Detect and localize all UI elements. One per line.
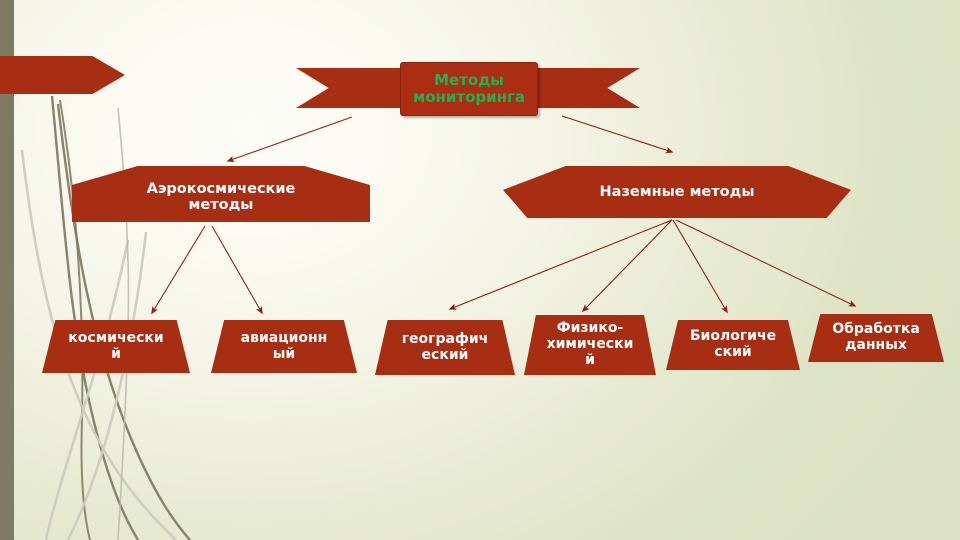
node-geographic[interactable]: географич еский: [375, 320, 515, 375]
node-title-label: Методы мониторинга: [412, 71, 525, 106]
node-biological-label: Биологиче ский: [689, 328, 777, 360]
node-physchem[interactable]: Физико- химически й: [524, 315, 656, 375]
node-space[interactable]: космически й: [42, 320, 190, 373]
left-edge-band: [0, 0, 14, 540]
node-aerospace-label: Аэрокосмические методы: [146, 180, 296, 213]
node-ground-label: Наземные методы: [599, 183, 755, 200]
node-title-ribbon[interactable]: Методы мониторинга: [296, 62, 640, 120]
node-aviation-label: авиационн ый: [240, 329, 328, 362]
node-ground[interactable]: Наземные методы: [503, 166, 851, 218]
node-dataproc[interactable]: Обработка данных: [808, 314, 944, 362]
node-space-label: космически й: [68, 329, 164, 362]
node-aerospace[interactable]: Аэрокосмические методы: [72, 166, 370, 222]
node-dataproc-label: Обработка данных: [832, 321, 920, 353]
ribbon-band: Методы мониторинга: [400, 62, 538, 116]
node-aviation[interactable]: авиационн ый: [211, 320, 357, 373]
node-biological[interactable]: Биологиче ский: [666, 320, 800, 370]
node-geographic-label: географич еский: [401, 330, 489, 363]
node-physchem-label: Физико- химически й: [546, 320, 634, 368]
